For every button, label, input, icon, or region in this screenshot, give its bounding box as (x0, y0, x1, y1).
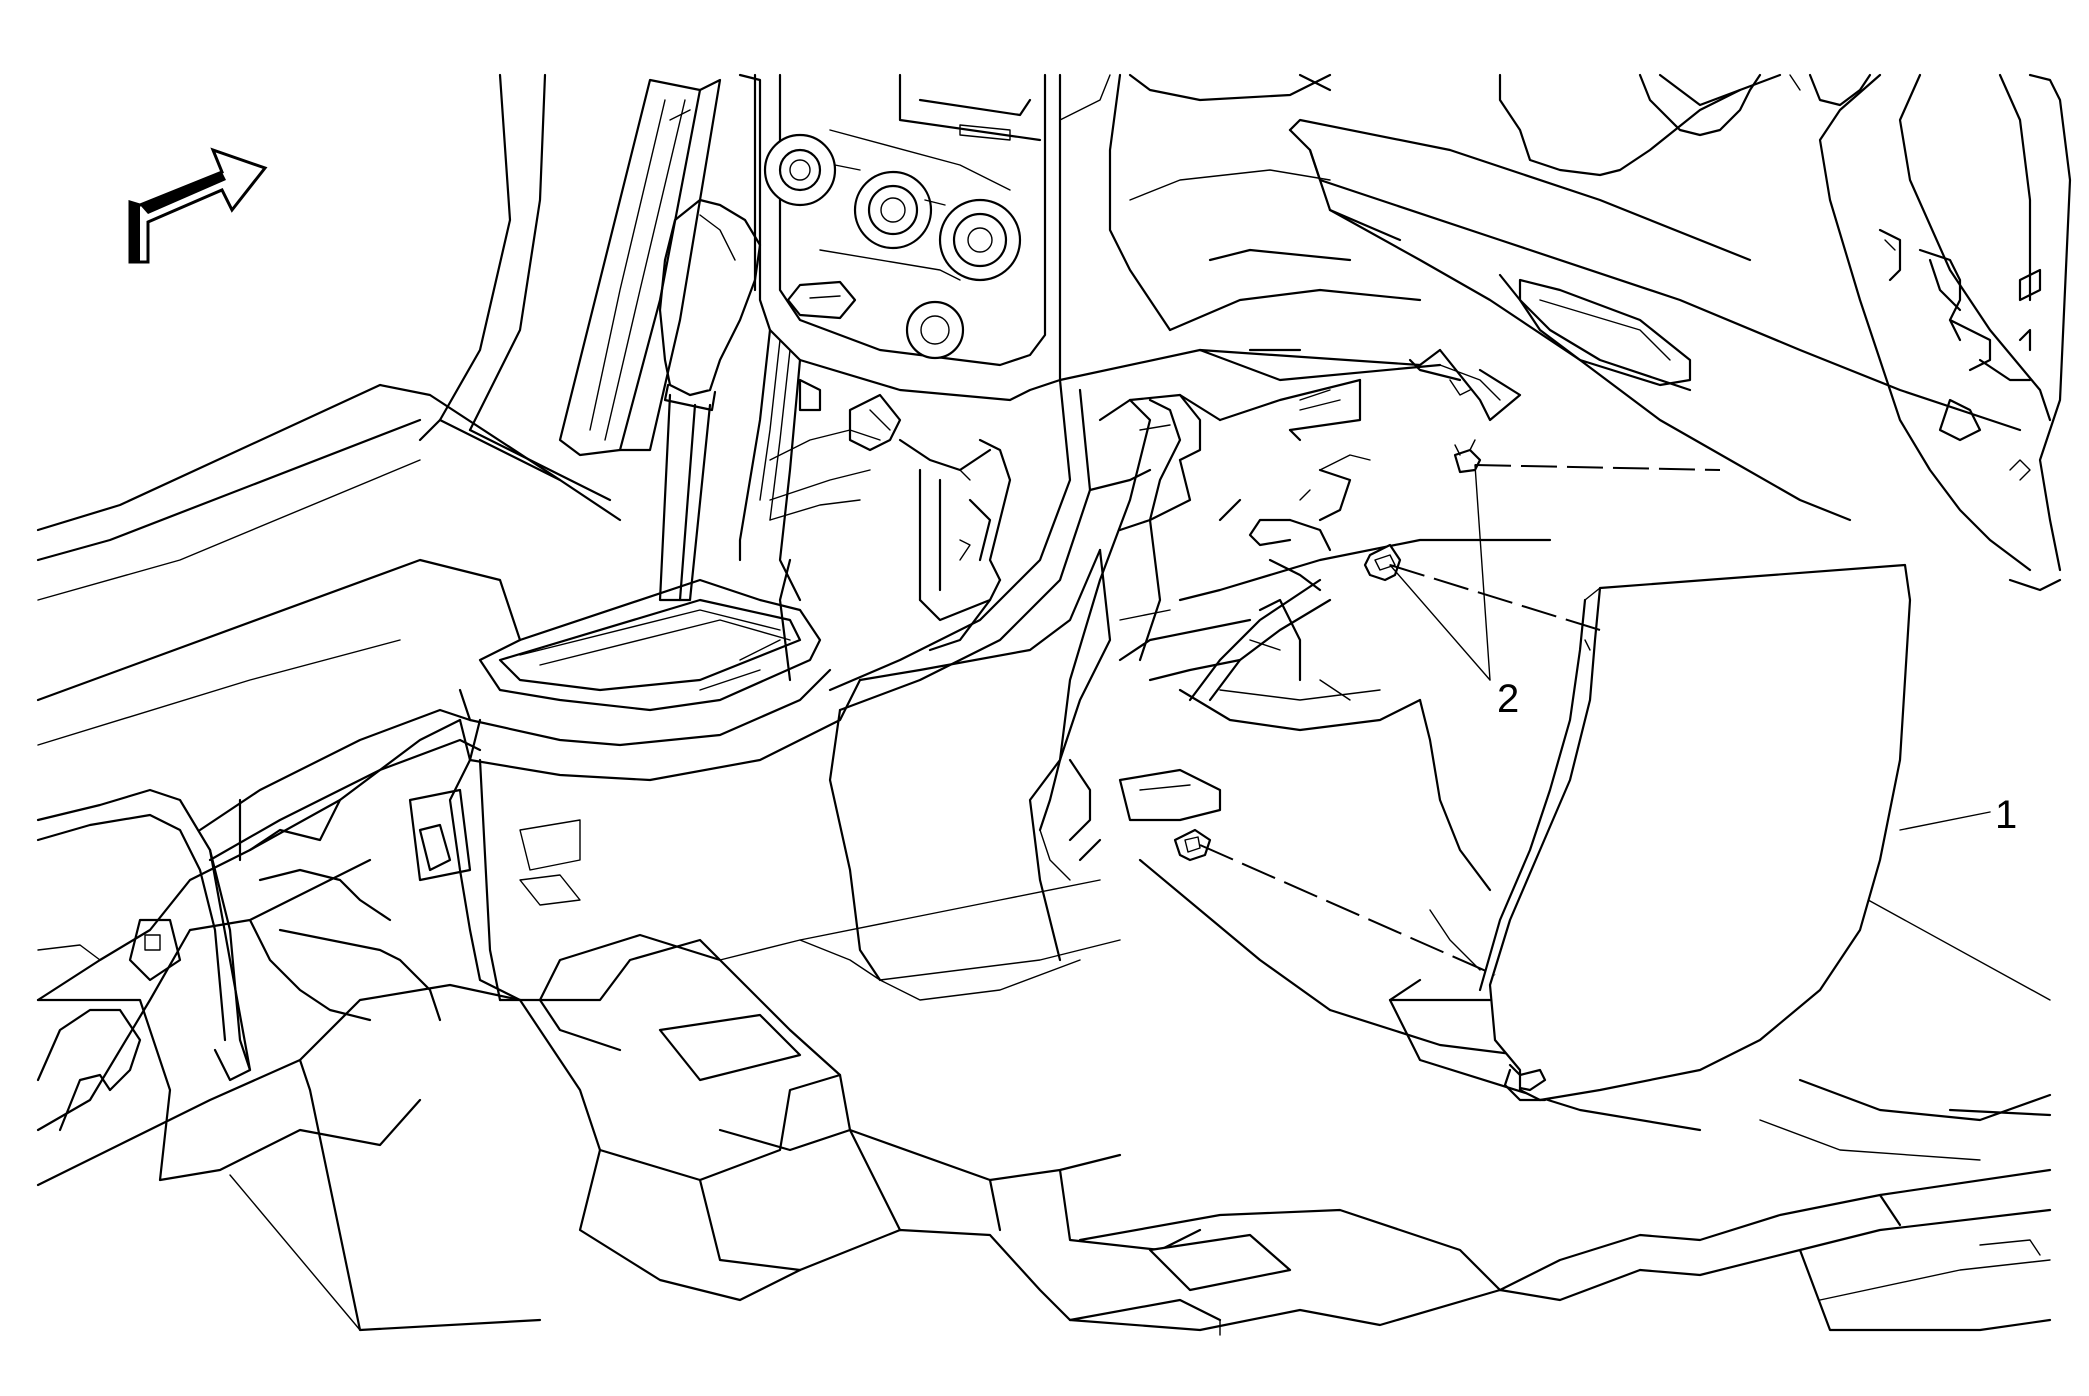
console-side-bracket (1038, 393, 1371, 881)
gear-shifter (658, 198, 762, 602)
floor-carpet (36, 383, 2052, 1336)
floor-tunnel-tube (198, 708, 482, 862)
left-kick-panel (418, 73, 622, 522)
center-console-body (408, 378, 1152, 1052)
seat-track-bracket (36, 718, 462, 1132)
callout-label-2: 2 (1497, 677, 1519, 721)
passenger-floor (1178, 538, 1552, 971)
console-wiring-harness (738, 328, 1012, 682)
explode-guide-lines (1199, 464, 1721, 976)
retainer-clip-middle (1363, 543, 1402, 582)
dash-glove-box (1058, 73, 2072, 592)
direction-arrow-icon (128, 147, 268, 264)
callout-label-1: 1 (1995, 793, 2017, 837)
accelerator-pedal (558, 78, 722, 457)
retainer-clip-top (1453, 439, 1482, 474)
closeout-panel (1478, 563, 1912, 1102)
console-shift-bezel (458, 578, 862, 782)
retainer-clip-lower (1173, 828, 1212, 862)
callout-leaders (1389, 464, 1991, 831)
center-stack (738, 73, 1111, 402)
